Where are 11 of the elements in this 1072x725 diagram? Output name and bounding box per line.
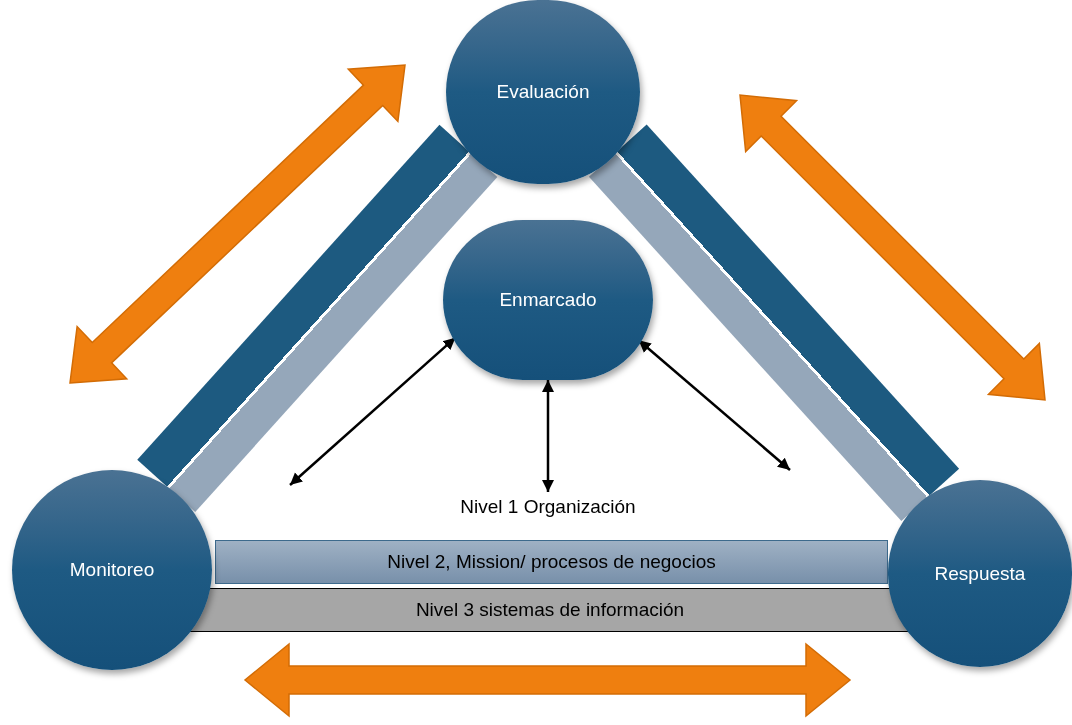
level-bar bbox=[215, 540, 888, 584]
node-label: Nivel 3 sistemas de información bbox=[415, 598, 685, 622]
node-label: Evaluación bbox=[496, 80, 590, 104]
double-arrow bbox=[289, 336, 457, 486]
node-label: Respuesta bbox=[934, 561, 1026, 586]
node-label: Nivel 2, Mission/ procesos de negocios bbox=[387, 550, 716, 574]
double-arrow bbox=[542, 380, 554, 492]
node-label: Nivel 1 Organización bbox=[460, 495, 636, 519]
double-arrow bbox=[637, 339, 791, 471]
node-label: Monitoreo bbox=[69, 558, 155, 582]
node-label: Enmarcado bbox=[499, 288, 597, 312]
